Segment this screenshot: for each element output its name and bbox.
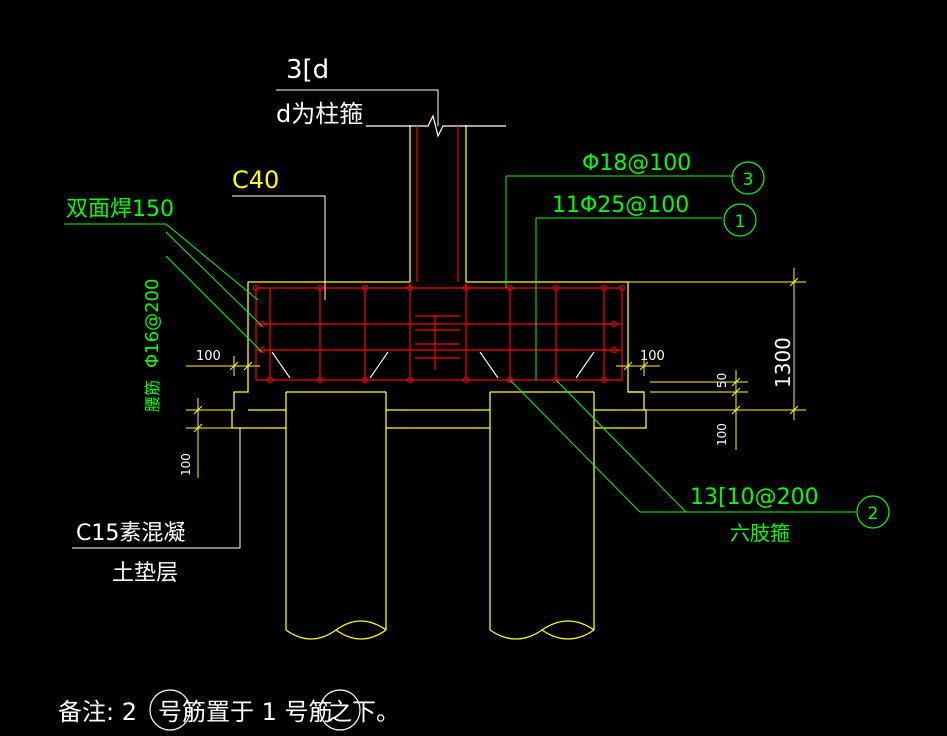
cushion-leader [72, 428, 241, 549]
dim-right-offset: 100 [640, 349, 665, 364]
dim-cap-height: 1300 [771, 337, 795, 388]
dimension-lines [186, 268, 806, 478]
callout-1-label: 1 [735, 212, 746, 232]
waist-bar-spec: Φ16@200 [142, 279, 163, 368]
dim-left-offset: 100 [196, 349, 221, 364]
bar2-spec-label: 13[10@200 [690, 485, 819, 510]
note-circled-word2: 之 [328, 698, 352, 726]
waist-bar-label: 腰筋 [143, 380, 162, 412]
dim-embed-50: 50 [715, 373, 729, 388]
cushion-label-line2: 土垫层 [112, 561, 178, 586]
pile-right [489, 391, 595, 640]
rebar-dots [253, 285, 625, 383]
leader-lines-green [64, 175, 856, 513]
column-stirrup-spec: 3[d [286, 55, 329, 85]
callout-1: 1 [723, 203, 757, 237]
bottom-note: 备注: 2 号 筋置于 1 号筋 之 下。 [58, 689, 400, 731]
bar1-spec-label: 11Φ25@100 [552, 193, 689, 218]
dim-cushion-right: 100 [715, 423, 729, 446]
dim-cushion-left: 100 [179, 453, 193, 476]
rebar-cage [255, 282, 623, 381]
column-break-line [366, 114, 506, 282]
cushion-label-line1: C15素混凝 [76, 521, 185, 546]
callout-2-label: 2 [868, 504, 879, 524]
waist-bar-label-group: 腰筋 Φ16@200 [142, 279, 163, 412]
callout-2: 2 [856, 495, 890, 529]
concrete-grade-label: C40 [232, 166, 279, 194]
note-middle: 筋置于 1 号筋 [182, 698, 333, 726]
pile-left [285, 391, 387, 640]
note-circled-word: 号 [158, 698, 182, 726]
callout-3-label: 3 [743, 170, 754, 190]
bar2-note-label: 六肢箍 [730, 521, 790, 545]
note-suffix: 下。 [352, 698, 400, 726]
pile-anchor-bars [271, 351, 595, 379]
column-stirrup-note: d为柱箍 [276, 100, 363, 128]
callout-3: 3 [731, 161, 765, 195]
leader-lines-white [232, 89, 439, 300]
weld-note-label: 双面焊150 [66, 197, 174, 222]
note-prefix: 备注: 2 [58, 698, 137, 726]
bar3-spec-label: Φ18@100 [582, 151, 691, 176]
